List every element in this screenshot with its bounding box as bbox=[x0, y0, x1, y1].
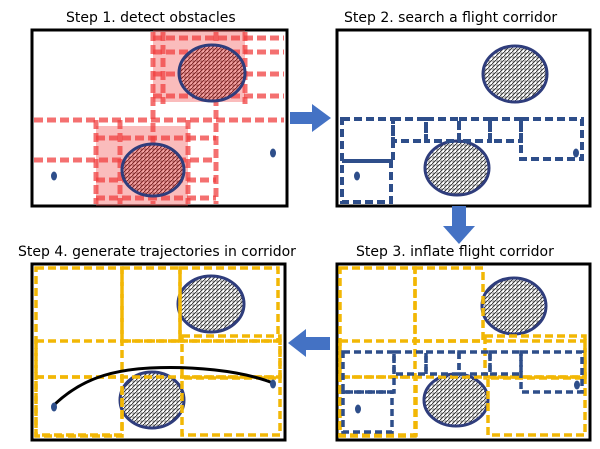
goal-point bbox=[574, 380, 580, 390]
obstacle-bottom bbox=[120, 142, 186, 198]
arrow-left-icon bbox=[288, 329, 330, 357]
start-point bbox=[354, 171, 360, 181]
arrow-down-icon bbox=[443, 206, 475, 244]
arrow-right-icon bbox=[290, 104, 331, 132]
obstacle-top bbox=[177, 43, 247, 103]
panel-4-generate-trajectories bbox=[30, 262, 287, 442]
obstacle-top bbox=[176, 274, 246, 334]
trajectory-curve bbox=[52, 366, 274, 407]
start-point bbox=[51, 171, 57, 181]
goal-point bbox=[573, 148, 579, 158]
inflated-boxes bbox=[34, 266, 282, 438]
step-3-title: Step 3. inflate flight corridor bbox=[356, 244, 554, 260]
panel-2-search-corridor bbox=[335, 28, 592, 208]
panel-3-inflate-corridor bbox=[335, 262, 592, 442]
corridor-boxes bbox=[341, 350, 584, 434]
obstacle-bottom bbox=[118, 370, 186, 430]
obstacle-bottom bbox=[422, 372, 490, 428]
panel-1-detect-obstacles bbox=[30, 28, 289, 208]
goal-point bbox=[270, 148, 276, 158]
step-4-title: Step 4. generate trajectories in corrido… bbox=[18, 244, 296, 260]
goal-point bbox=[270, 379, 276, 389]
obstacle-top bbox=[480, 276, 548, 336]
step-2-title: Step 2. search a flight corridor bbox=[344, 10, 558, 26]
inflated-boxes bbox=[338, 266, 587, 438]
obstacle-top bbox=[481, 44, 549, 104]
start-point bbox=[355, 404, 361, 414]
corridor-boxes bbox=[340, 117, 584, 204]
obstacle-bottom bbox=[423, 139, 491, 197]
step-1-title: Step 1. detect obstacles bbox=[66, 10, 236, 26]
start-point bbox=[51, 402, 57, 412]
